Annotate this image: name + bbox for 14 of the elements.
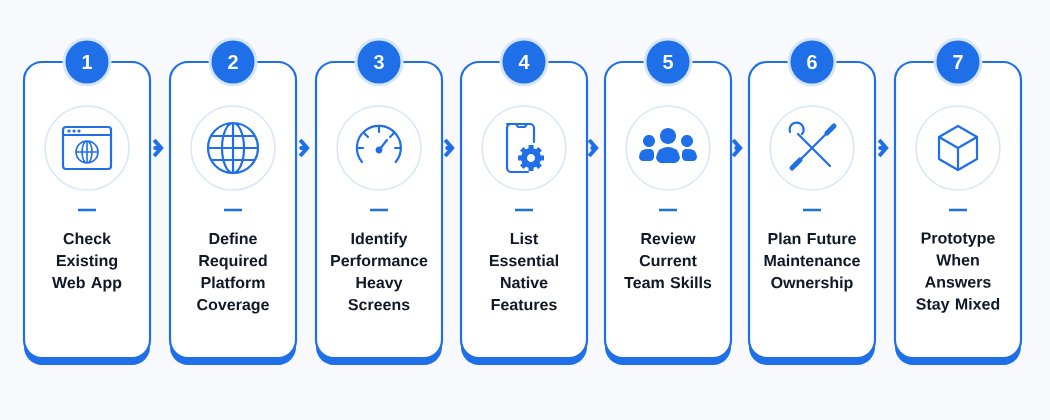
number-badge: 1 bbox=[62, 37, 112, 87]
number-badge: 7 bbox=[933, 37, 983, 87]
number-badge: 5 bbox=[643, 37, 693, 87]
step-title: Review Current Team Skills bbox=[624, 232, 712, 289]
number-badge: 2 bbox=[208, 37, 258, 87]
step-title: Identify Performance Heavy Screens bbox=[331, 232, 428, 311]
step-title: List Essential Native Features bbox=[489, 232, 558, 311]
step-title: Plan Future Maintenance Ownership bbox=[764, 232, 860, 292]
step-title: Prototype When Answers Stay Mixed bbox=[916, 232, 1000, 313]
number-badge: 3 bbox=[354, 37, 404, 87]
step-title: Check Existing Web App bbox=[52, 232, 122, 292]
number-badge: 6 bbox=[787, 37, 837, 87]
step-title: Define Required Platform Coverage bbox=[197, 232, 269, 314]
number-badge: 4 bbox=[499, 37, 549, 87]
